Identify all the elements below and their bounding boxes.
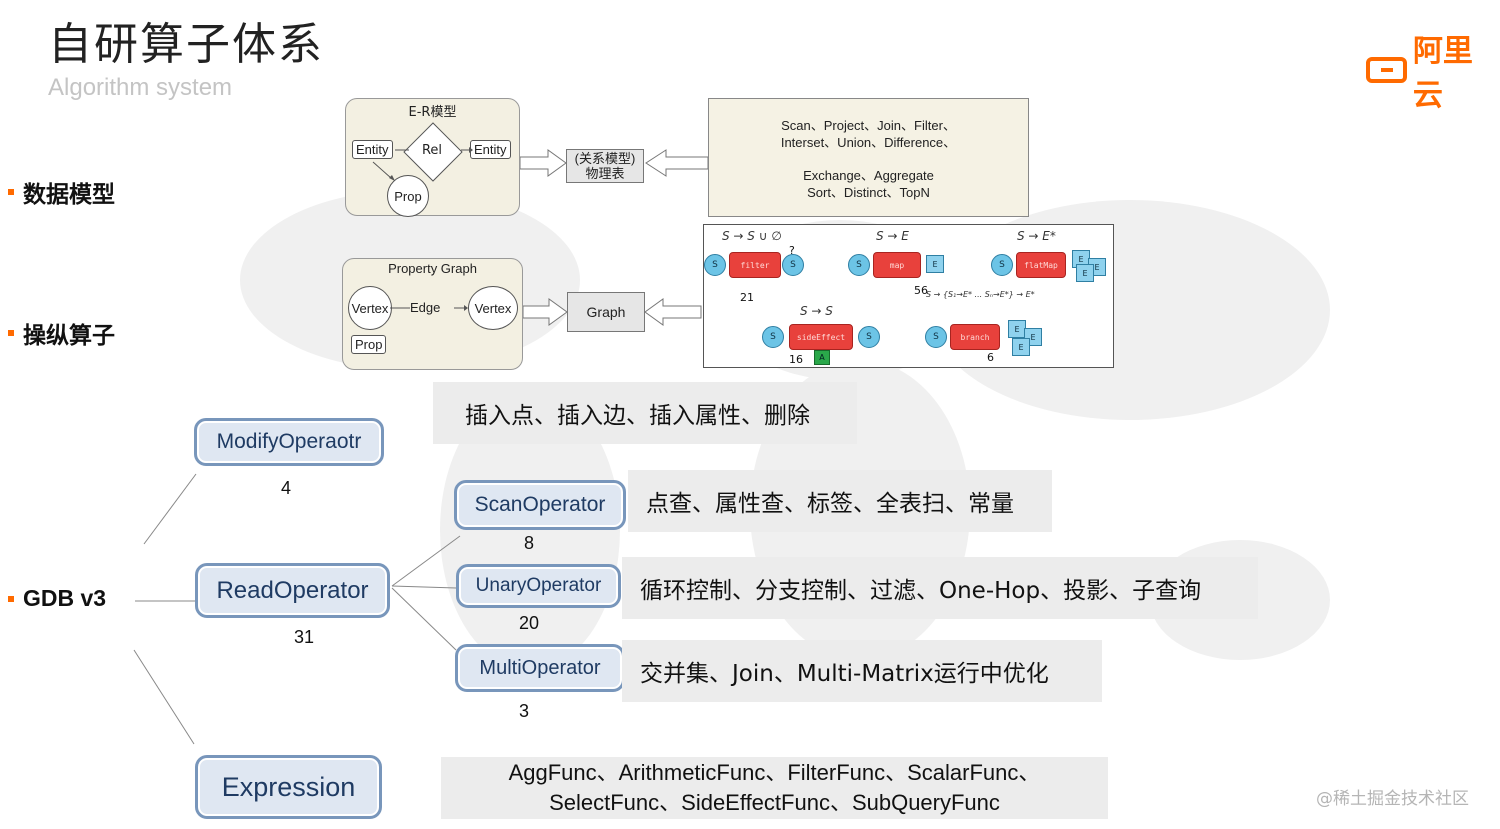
branch-step: branch [950, 324, 1000, 350]
section-data-model: 数据模型 [8, 175, 115, 209]
er-panel-title: E-R模型 [408, 105, 457, 120]
expr-flatmap: S → E* [1017, 229, 1056, 243]
er-prop: Prop [387, 175, 429, 217]
logo-text: 阿里云 [1412, 34, 1473, 113]
e-node: E [1012, 338, 1030, 356]
traversal-steps-diagram [703, 224, 1114, 368]
s-node: S [762, 326, 784, 348]
s-node: S [782, 254, 804, 276]
expr-branch: S → {S₁→E* ... Sₙ→E*} → E* [926, 290, 1035, 299]
bullet-icon [8, 189, 14, 195]
scan-count: 8 [524, 533, 535, 553]
er-rel-label: Rel [421, 143, 443, 158]
read-count: 31 [294, 627, 315, 647]
scan-description: 点查、属性查、标签、全表扫、常量 [628, 470, 1052, 532]
pg-connectors [390, 305, 468, 311]
relational-box-line1: (关系模型) [574, 151, 636, 166]
tree-connectors [133, 473, 461, 745]
relational-box: (关系模型) 物理表 [566, 149, 644, 183]
er-entity-right: Entity [470, 140, 511, 159]
bullet-icon [8, 595, 14, 602]
expression-desc-line2: SelectFunc、SideEffectFunc、SubQueryFunc [549, 790, 1000, 815]
page-subtitle: Algorithm system [48, 74, 233, 101]
expression-description: AggFunc、ArithmeticFunc、FilterFunc、Scalar… [441, 757, 1108, 819]
s-node: S [991, 254, 1013, 276]
relational-ops-line1: Scan、Project、Join、Filter、 [781, 118, 956, 133]
modify-description: 插入点、插入边、插入属性、删除 [433, 382, 857, 444]
scan-operator-node: ScanOperator [454, 480, 626, 530]
multi-operator-node: MultiOperator [455, 644, 625, 692]
unary-description: 循环控制、分支控制、过滤、One-Hop、投影、子查询 [622, 557, 1258, 619]
page-title: 自研算子体系 [48, 19, 324, 70]
pg-edge-label: Edge [410, 300, 441, 315]
expr-filter: S → S ∪ ∅ [722, 229, 782, 243]
expr-map: S → E [876, 229, 909, 243]
section-label: 操纵算子 [23, 323, 115, 349]
relational-ops-panel: Scan、Project、Join、Filter、 Interset、Union… [708, 98, 1029, 217]
count-branch: 6 [987, 351, 994, 364]
e-node: E [926, 255, 944, 273]
pg-vertex-left: Vertex [348, 286, 392, 330]
aliyun-logo-icon [1366, 57, 1407, 83]
s-node: S [704, 254, 726, 276]
count-side: 16 [789, 353, 803, 366]
graph-arrows [523, 298, 702, 326]
relational-ops-line4: Sort、Distinct、TopN [807, 185, 930, 200]
e-node: E [1076, 264, 1094, 282]
count-map: 56 [914, 284, 928, 297]
sideeffect-step: sideEffect [789, 324, 853, 350]
graph-box: Graph [567, 292, 645, 332]
relational-ops-line2: Interset、Union、Difference、 [780, 135, 957, 150]
a-node: A [814, 350, 830, 365]
unary-count: 20 [519, 613, 540, 633]
map-step: map [873, 252, 921, 278]
er-connectors [372, 147, 473, 181]
expr-side: S → S [800, 304, 833, 318]
relational-arrows [520, 149, 709, 177]
read-operator-node: ReadOperator [195, 563, 390, 618]
s-node: S [848, 254, 870, 276]
s-node: S [925, 326, 947, 348]
unary-operator-node: UnaryOperator [456, 564, 621, 608]
expression-desc-line1: AggFunc、ArithmeticFunc、FilterFunc、Scalar… [508, 760, 1041, 785]
multi-description: 交并集、Join、Multi-Matrix运行中优化 [622, 640, 1102, 702]
er-entity-left: Entity [352, 140, 393, 159]
relational-ops-line3: Exchange、Aggregate [803, 168, 934, 183]
expression-node: Expression [195, 755, 382, 819]
filter-step: filter [729, 252, 781, 278]
bullet-icon [8, 330, 14, 336]
section-label: GDB v3 [23, 585, 107, 611]
pg-panel-title: Property Graph [388, 261, 477, 276]
count-filter: 21 [740, 291, 754, 304]
flatmap-step: flatMap [1016, 252, 1066, 278]
multi-count: 3 [519, 701, 530, 721]
relational-box-line2: 物理表 [585, 166, 625, 181]
section-label: 数据模型 [23, 182, 115, 208]
watermark: @稀土掘金技术社区 [1316, 789, 1469, 809]
section-operators: 操纵算子 [8, 316, 115, 350]
pg-vertex-right: Vertex [468, 286, 518, 330]
s-node: S [858, 326, 880, 348]
pg-prop: Prop [351, 335, 387, 354]
modify-operator-node: ModifyOperaotr [194, 418, 384, 466]
question-mark: ? [789, 244, 795, 257]
section-gdb: GDB v3 [8, 585, 106, 612]
brand-logo: 阿里云 [1366, 26, 1500, 114]
modify-count: 4 [281, 478, 292, 498]
